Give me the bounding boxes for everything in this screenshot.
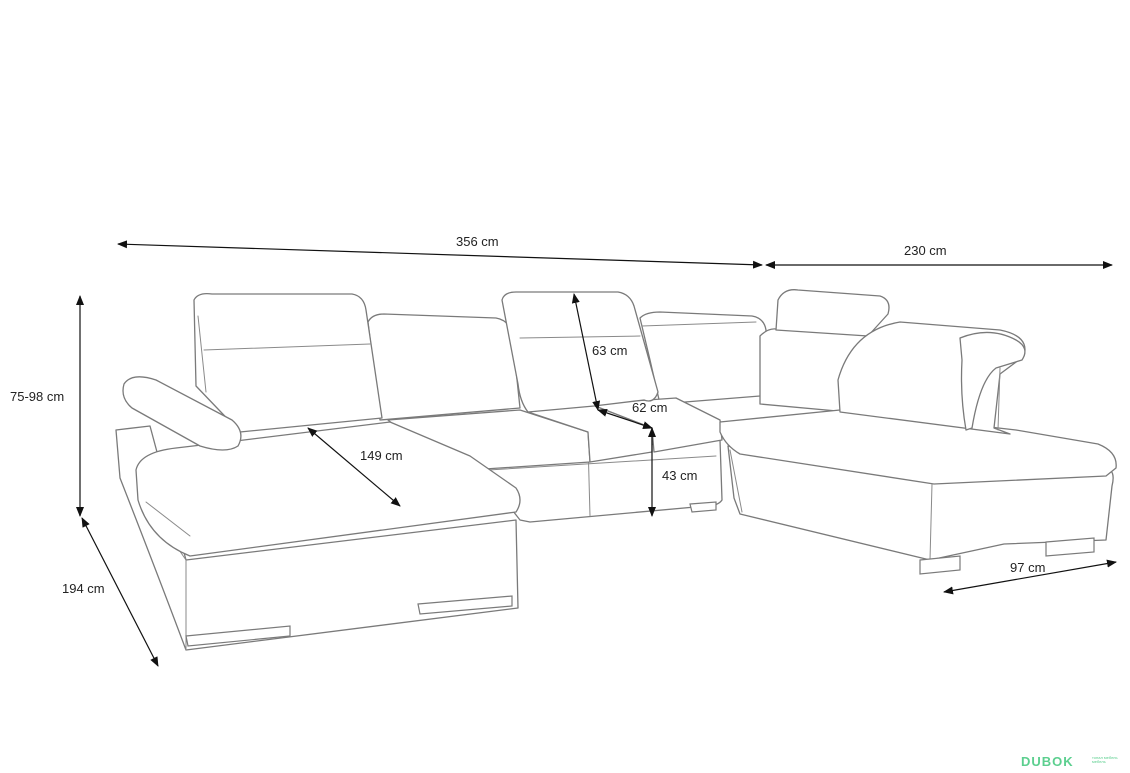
dim-356-label: 356 cm [456, 234, 499, 249]
foot-left-back [417, 595, 513, 615]
headrest-center [501, 291, 659, 413]
dim-149-label: 149 cm [360, 448, 403, 463]
foot-middle [689, 501, 717, 513]
dim-62-arrow [597, 409, 653, 429]
foot-left-front [185, 625, 291, 647]
dim-149-arrow [307, 427, 401, 507]
dim-230-label: 230 cm [904, 243, 947, 258]
sofa-outline [115, 289, 1117, 651]
dim-97-label: 97 cm [1010, 560, 1046, 575]
dimension-lines [76, 240, 1117, 667]
dim-194-arrow [81, 517, 159, 667]
right-armrest [959, 331, 1026, 431]
dim-356-arrow [117, 240, 763, 269]
dim-62-label: 62 cm [632, 400, 668, 415]
dim-63-arrow [571, 293, 601, 411]
left-armrest [122, 376, 242, 451]
dim-194-label: 194 cm [62, 581, 105, 596]
dim-height-label: 75-98 cm [10, 389, 65, 404]
dim-97-arrow [943, 559, 1117, 595]
dubok-logo-tagline: тонал мебель мебель [1092, 755, 1118, 764]
foot-right-back [1045, 537, 1095, 557]
right-chaise-cushion [719, 409, 1117, 485]
headrest-right-upright [775, 289, 890, 337]
back-cushion-4 [639, 311, 767, 405]
back-cushion-2 [367, 313, 521, 421]
left-chaise-base [115, 425, 519, 651]
dim-63-label: 63 cm [592, 343, 628, 358]
back-cushion-left [193, 292, 383, 433]
dim-43-label: 43 cm [662, 468, 698, 483]
dubok-logo: DUBOK [1021, 754, 1074, 769]
